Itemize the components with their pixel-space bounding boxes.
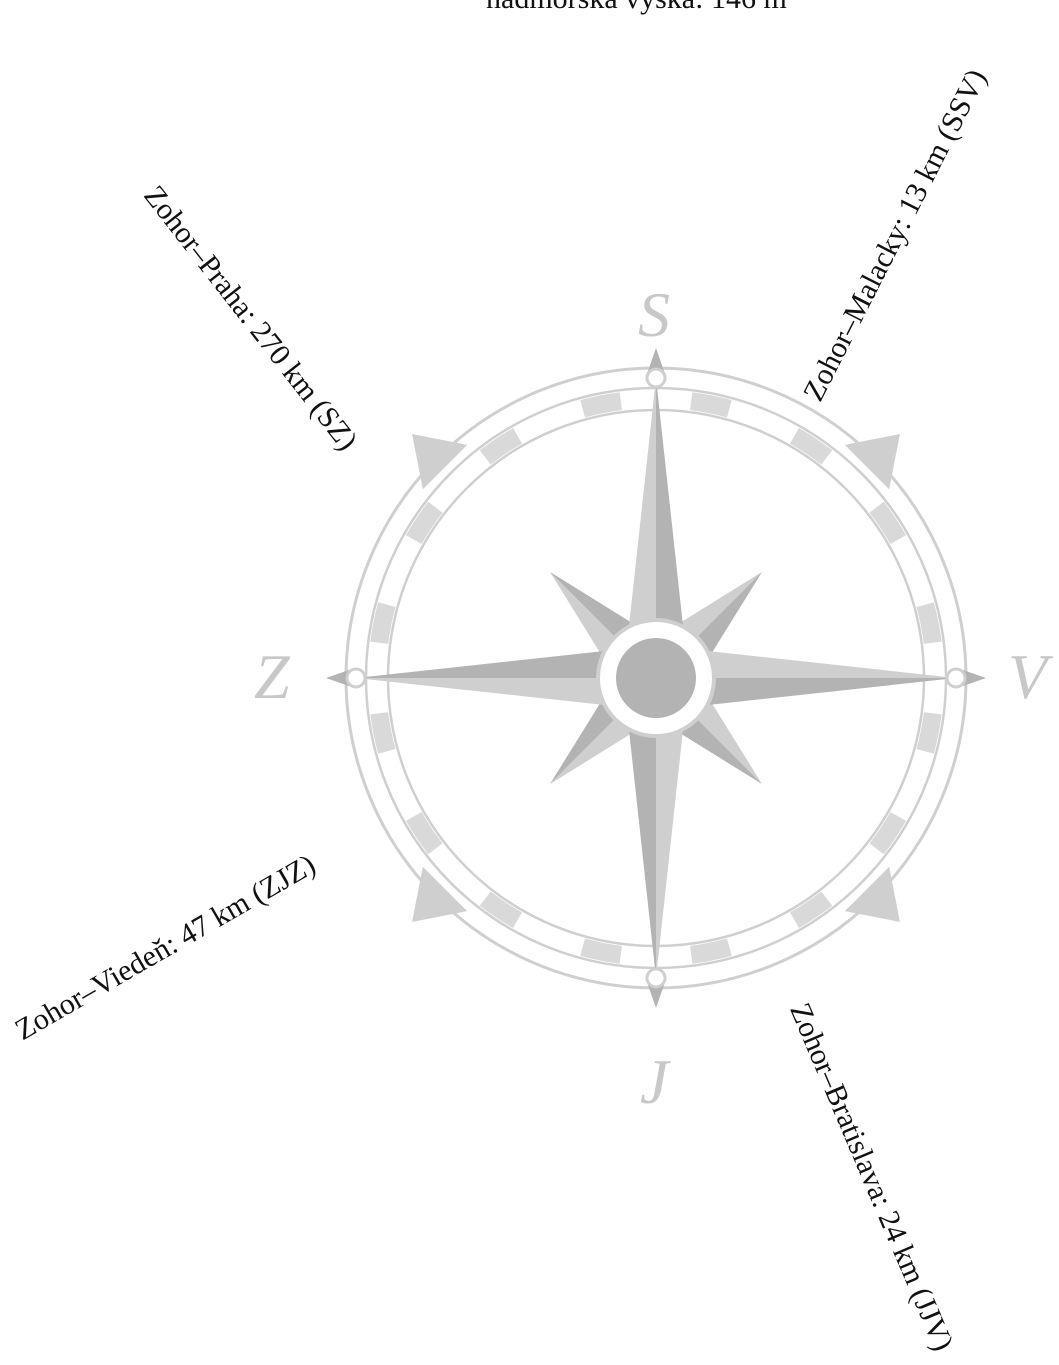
diagonal-pointer xyxy=(412,434,467,489)
cardinal-east: V xyxy=(1008,645,1047,709)
center-hub xyxy=(616,638,696,718)
cardinal-node xyxy=(647,369,665,387)
cardinal-node xyxy=(947,669,965,687)
diagonal-pointer xyxy=(845,434,900,489)
cardinal-node xyxy=(347,669,365,687)
cardinal-node xyxy=(647,969,665,987)
diagonal-pointer xyxy=(412,867,467,922)
diagonal-pointer xyxy=(845,867,900,922)
cardinal-north: S xyxy=(638,283,670,347)
cardinal-south: J xyxy=(640,1050,668,1114)
cardinal-west: Z xyxy=(254,645,290,709)
